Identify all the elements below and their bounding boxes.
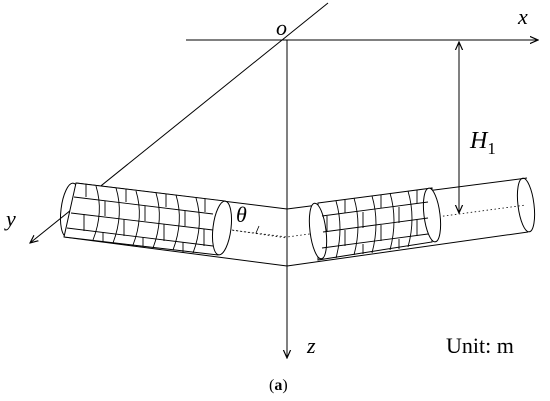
left-lining-rings <box>92 185 200 254</box>
angle-tick <box>255 225 260 234</box>
figure-caption: (a) <box>269 377 288 394</box>
z-axis-label: z <box>306 333 316 358</box>
caption-close-paren: ) <box>282 377 287 394</box>
right-lining-band <box>317 187 433 261</box>
left-lining-segment <box>63 182 233 256</box>
left-lining-joints <box>66 184 214 252</box>
depth-subscript: 1 <box>487 139 496 158</box>
depth-label: H1 <box>469 128 496 158</box>
unit-label: Unit: m <box>446 333 514 358</box>
angle-label: θ <box>236 202 247 227</box>
left-lining-end-ring <box>211 200 233 256</box>
caption-letter: a <box>274 377 282 394</box>
right-lining-joints <box>321 190 429 254</box>
tunnel-right-end-face <box>516 177 536 233</box>
y-axis-label: y <box>4 206 16 231</box>
depth-symbol: H <box>469 128 489 154</box>
right-lining-start-ring <box>308 202 328 260</box>
origin-label: o <box>276 15 287 40</box>
bend-guide-line <box>231 229 288 239</box>
tunnel-right-bottom-edge <box>286 231 529 267</box>
right-lining-segment <box>308 187 442 261</box>
x-axis-label: x <box>517 4 528 29</box>
caption-open-paren: ( <box>269 377 274 394</box>
right-lining-rings <box>335 190 413 259</box>
